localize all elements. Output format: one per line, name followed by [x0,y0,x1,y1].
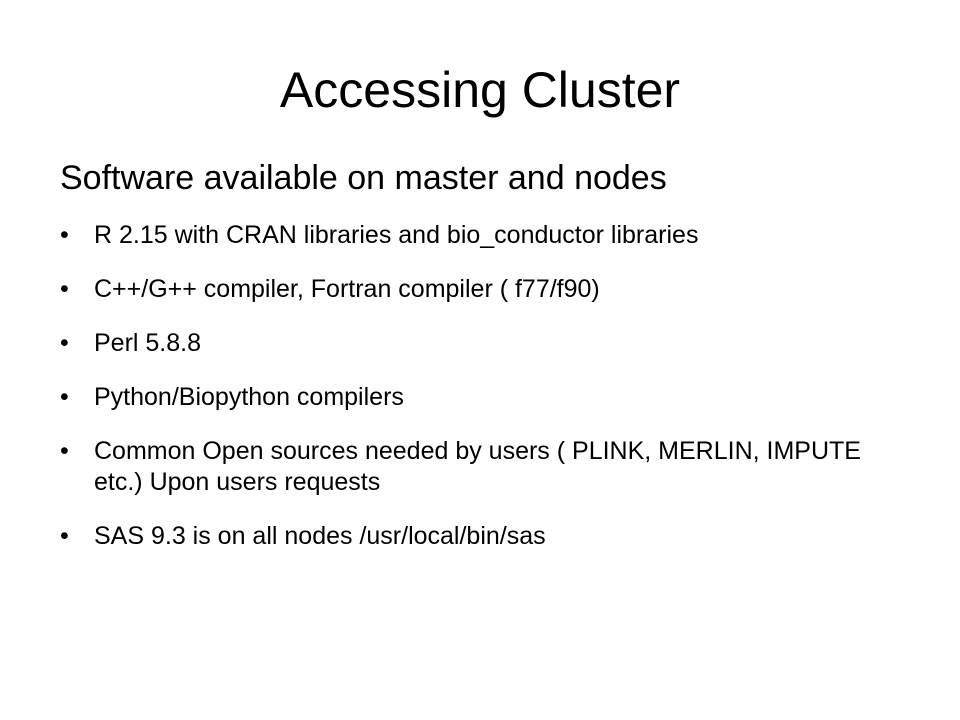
bullet-text: C++/G++ compiler, Fortran compiler ( f77… [94,275,600,303]
slide-title: Accessing Cluster [279,62,681,118]
bullet-dot-icon: • [60,437,69,465]
bullet-item: • Common Open sources needed by users ( … [60,436,880,498]
bullet-item: • SAS 9.3 is on all nodes /usr/local/bin… [60,521,880,552]
bullet-item: • C++/G++ compiler, Fortran compiler ( f… [60,274,880,305]
bullet-text: SAS 9.3 is on all nodes /usr/local/bin/s… [94,522,546,550]
bullet-text: Common Open sources needed by users ( PL… [94,437,861,496]
bullet-item: • Perl 5.8.8 [60,328,880,359]
bullet-dot-icon: • [60,275,69,303]
bullet-dot-icon: • [60,522,69,550]
slide-subtitle: Software available on master and nodes [60,159,667,197]
bullet-dot-icon: • [60,383,69,411]
bullet-text: R 2.15 with CRAN libraries and bio_condu… [94,221,699,249]
bullet-item: • R 2.15 with CRAN libraries and bio_con… [60,220,880,251]
bullet-list: • R 2.15 with CRAN libraries and bio_con… [60,220,880,575]
bullet-dot-icon: • [60,221,69,249]
bullet-text: Python/Biopython compilers [94,383,404,411]
bullet-item: • Python/Biopython compilers [60,382,880,413]
bullet-text: Perl 5.8.8 [94,329,202,357]
bullet-dot-icon: • [60,329,69,357]
